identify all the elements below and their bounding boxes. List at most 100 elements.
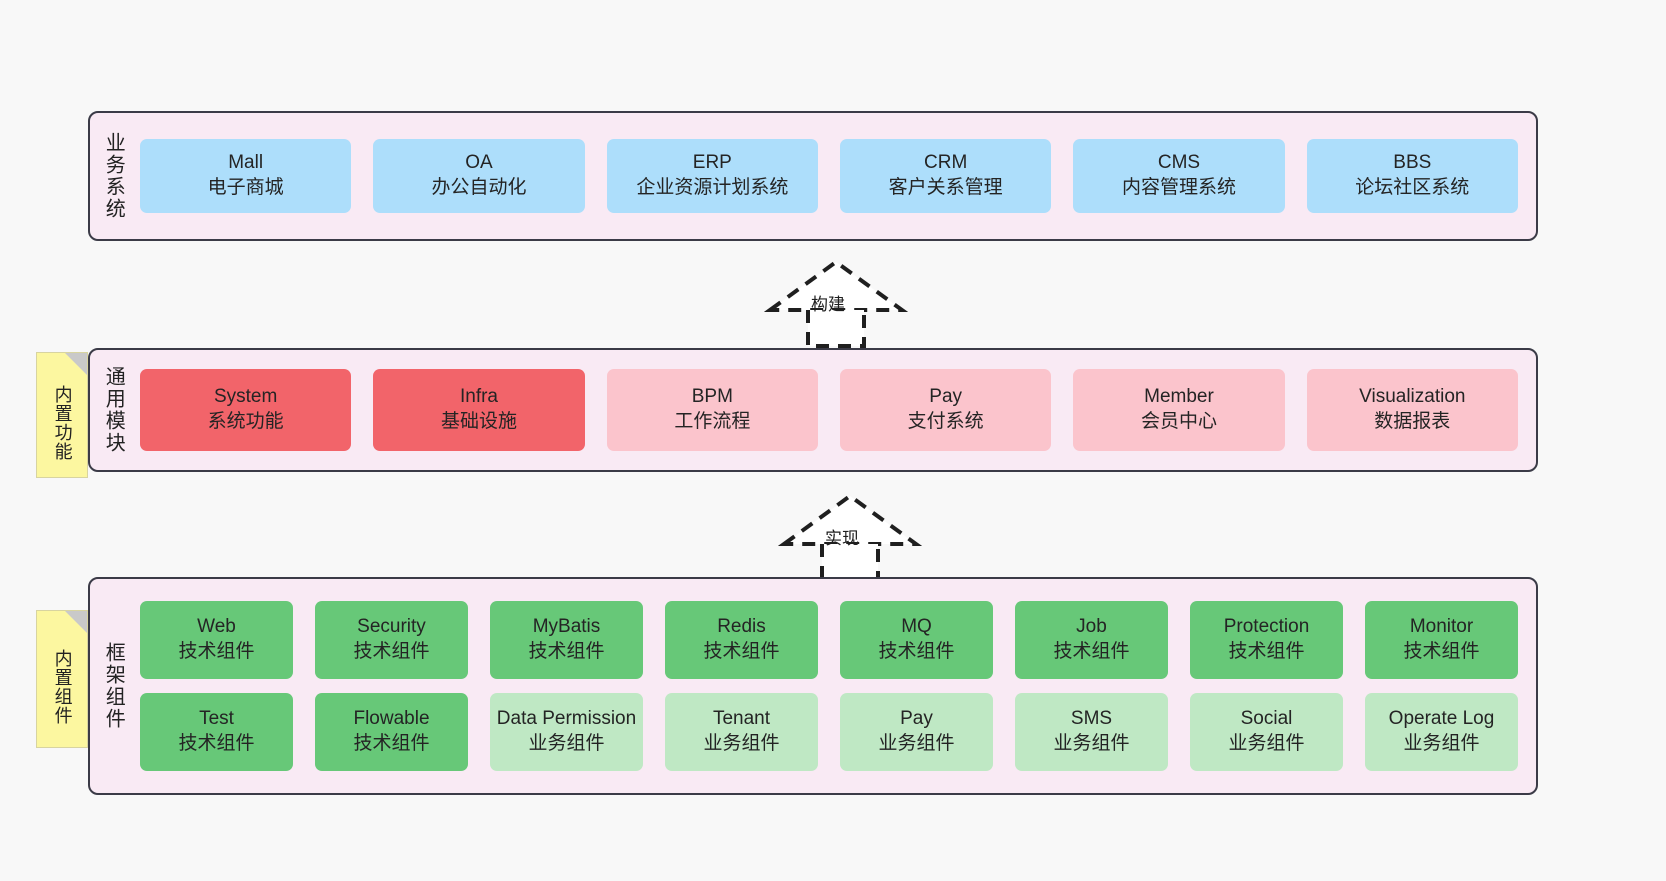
- node-data-permission-cn: 业务组件: [528, 733, 605, 754]
- node-oa-en: OA: [465, 152, 493, 174]
- layer-common-module: 通用模块 System 系统功能 Infra 基础设施 BPM 工作流程 Pay: [88, 348, 1538, 472]
- node-web-en: Web: [197, 616, 236, 638]
- node-erp-en: ERP: [692, 152, 732, 174]
- layer-common-module-body: System 系统功能 Infra 基础设施 BPM 工作流程 Pay 支付系统…: [136, 350, 1536, 470]
- sticky-fold-corner-icon: [65, 353, 87, 375]
- node-visualization-cn: 数据报表: [1374, 411, 1451, 432]
- node-mall-en: Mall: [228, 152, 264, 174]
- node-mall[interactable]: Mall 电子商城: [140, 139, 352, 213]
- node-pay-component[interactable]: Pay 业务组件: [840, 693, 993, 771]
- layer-common-module-title-text: 通用模块: [102, 366, 125, 454]
- node-job[interactable]: Job 技术组件: [1015, 601, 1168, 679]
- arrow-build-label: 构建: [811, 295, 845, 314]
- node-bpm-cn: 工作流程: [674, 411, 751, 432]
- node-operate-log[interactable]: Operate Log 业务组件: [1365, 693, 1518, 771]
- node-erp-cn: 企业资源计划系统: [636, 177, 789, 198]
- node-visualization[interactable]: Visualization 数据报表: [1306, 369, 1518, 451]
- node-sms-cn: 业务组件: [1053, 733, 1130, 754]
- node-redis[interactable]: Redis 技术组件: [665, 601, 818, 679]
- node-security-en: Security: [357, 616, 426, 638]
- sticky-note-builtin-function-text: 内置功能: [52, 385, 73, 461]
- layer-framework-component: 框架组件 Web 技术组件 Security 技术组件 MyBatis 技术组件…: [88, 577, 1538, 795]
- node-system[interactable]: System 系统功能: [140, 369, 352, 451]
- layer-framework-component-title-text: 框架组件: [102, 642, 125, 730]
- node-mq[interactable]: MQ 技术组件: [840, 601, 993, 679]
- sticky-note-builtin-function: 内置功能: [36, 352, 88, 478]
- node-web-cn: 技术组件: [178, 641, 255, 662]
- node-social[interactable]: Social 业务组件: [1190, 693, 1343, 771]
- node-pay-component-cn: 业务组件: [878, 733, 955, 754]
- node-mybatis[interactable]: MyBatis 技术组件: [490, 601, 643, 679]
- node-mybatis-en: MyBatis: [532, 616, 601, 638]
- layer-business-system-body: Mall 电子商城 OA 办公自动化 ERP 企业资源计划系统 CRM 客户关系…: [136, 113, 1536, 239]
- node-bbs-en: BBS: [1393, 152, 1432, 174]
- node-erp[interactable]: ERP 企业资源计划系统: [606, 139, 818, 213]
- node-crm[interactable]: CRM 客户关系管理: [839, 139, 1052, 213]
- node-system-cn: 系统功能: [207, 411, 284, 432]
- node-job-en: Job: [1076, 616, 1107, 638]
- node-mq-cn: 技术组件: [878, 641, 955, 662]
- module-node-row: System 系统功能 Infra 基础设施 BPM 工作流程 Pay 支付系统…: [140, 369, 1518, 451]
- node-infra-cn: 基础设施: [440, 411, 517, 432]
- layer-business-system-title: 业务系统: [90, 113, 136, 239]
- node-sms-en: SMS: [1070, 708, 1113, 730]
- node-tenant-en: Tenant: [712, 708, 771, 730]
- node-operate-log-en: Operate Log: [1388, 708, 1495, 730]
- node-test-en: Test: [199, 708, 234, 730]
- node-protection-cn: 技术组件: [1228, 641, 1305, 662]
- node-monitor-cn: 技术组件: [1403, 641, 1480, 662]
- node-operate-log-cn: 业务组件: [1403, 733, 1480, 754]
- node-bpm-en: BPM: [691, 386, 733, 408]
- node-flowable-cn: 技术组件: [353, 733, 430, 754]
- node-sms[interactable]: SMS 业务组件: [1015, 693, 1168, 771]
- node-flowable[interactable]: Flowable 技术组件: [315, 693, 468, 771]
- node-job-cn: 技术组件: [1053, 641, 1130, 662]
- arrow-implement-label: 实现: [825, 529, 859, 548]
- node-data-permission-en: Data Permission: [496, 708, 637, 730]
- node-monitor-en: Monitor: [1409, 616, 1474, 638]
- node-mq-en: MQ: [901, 616, 932, 638]
- node-oa-cn: 办公自动化: [431, 177, 527, 198]
- node-data-permission[interactable]: Data Permission 业务组件: [490, 693, 643, 771]
- node-bbs-cn: 论坛社区系统: [1355, 177, 1470, 198]
- node-mall-cn: 电子商城: [207, 177, 284, 198]
- node-social-cn: 业务组件: [1228, 733, 1305, 754]
- node-pay-module-cn: 支付系统: [907, 411, 984, 432]
- arrow-implement-glyph: [777, 493, 923, 582]
- node-pay-module[interactable]: Pay 支付系统: [839, 369, 1052, 451]
- node-infra-en: Infra: [459, 386, 498, 408]
- node-security-cn: 技术组件: [353, 641, 430, 662]
- arrow-build: 构建: [748, 252, 928, 350]
- node-oa[interactable]: OA 办公自动化: [373, 139, 585, 213]
- node-crm-cn: 客户关系管理: [888, 177, 1003, 198]
- node-monitor[interactable]: Monitor 技术组件: [1365, 601, 1518, 679]
- layer-business-system-title-text: 业务系统: [102, 132, 125, 220]
- business-node-row: Mall 电子商城 OA 办公自动化 ERP 企业资源计划系统 CRM 客户关系…: [140, 139, 1518, 213]
- node-protection[interactable]: Protection 技术组件: [1190, 601, 1343, 679]
- node-security[interactable]: Security 技术组件: [315, 601, 468, 679]
- node-web[interactable]: Web 技术组件: [140, 601, 293, 679]
- node-pay-module-en: Pay: [929, 386, 963, 408]
- node-bpm[interactable]: BPM 工作流程: [606, 369, 818, 451]
- node-member-cn: 会员中心: [1140, 411, 1217, 432]
- node-tenant[interactable]: Tenant 业务组件: [665, 693, 818, 771]
- node-social-en: Social: [1240, 708, 1293, 730]
- layer-framework-component-title: 框架组件: [90, 579, 136, 793]
- arrow-build-glyph: [763, 259, 909, 348]
- framework-biz-row: Test 技术组件 Flowable 技术组件 Data Permission …: [140, 693, 1518, 771]
- node-infra[interactable]: Infra 基础设施: [373, 369, 585, 451]
- layer-framework-component-body: Web 技术组件 Security 技术组件 MyBatis 技术组件 Redi…: [136, 579, 1536, 793]
- node-redis-cn: 技术组件: [703, 641, 780, 662]
- node-protection-en: Protection: [1223, 616, 1310, 638]
- node-member[interactable]: Member 会员中心: [1073, 369, 1285, 451]
- node-mybatis-cn: 技术组件: [528, 641, 605, 662]
- sticky-fold-corner-icon: [65, 611, 87, 633]
- node-cms-cn: 内容管理系统: [1121, 177, 1236, 198]
- node-bbs[interactable]: BBS 论坛社区系统: [1306, 139, 1518, 213]
- node-crm-en: CRM: [924, 152, 968, 174]
- node-cms[interactable]: CMS 内容管理系统: [1073, 139, 1285, 213]
- node-test[interactable]: Test 技术组件: [140, 693, 293, 771]
- node-pay-component-en: Pay: [900, 708, 933, 730]
- framework-tech-row: Web 技术组件 Security 技术组件 MyBatis 技术组件 Redi…: [140, 601, 1518, 679]
